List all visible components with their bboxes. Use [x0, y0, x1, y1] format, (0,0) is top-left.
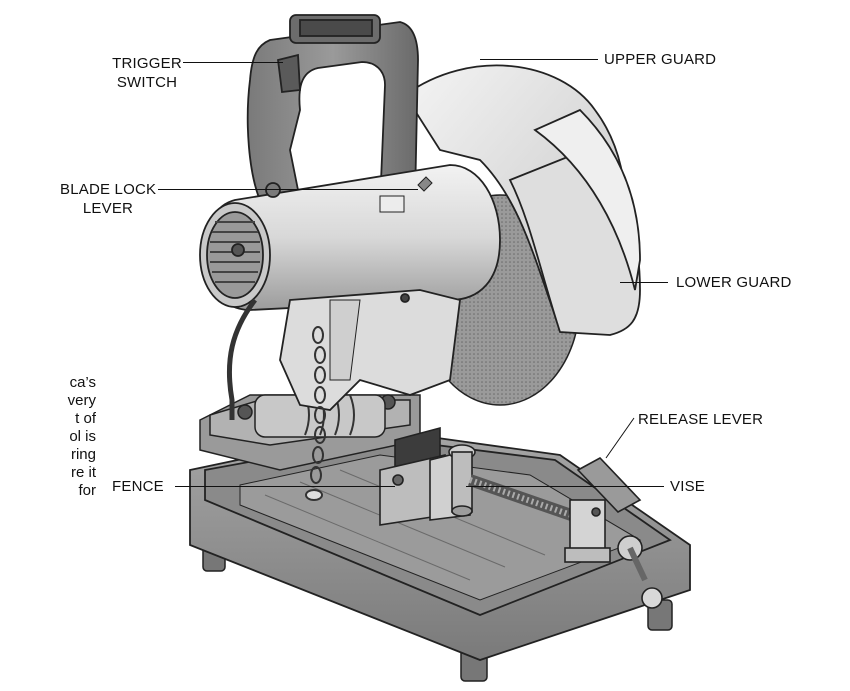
body-text-line: ol is: [69, 428, 96, 445]
body-text-line: re it: [70, 464, 96, 481]
label-lower-guard: LOWER GUARD: [676, 274, 792, 291]
body-text-line: ring: [70, 446, 96, 463]
body-text-line: very: [67, 392, 96, 409]
leader-upper-guard: [480, 59, 598, 60]
label-trigger-switch: TRIGGER SWITCH: [112, 54, 182, 92]
chain: [305, 326, 326, 501]
handle: [246, 14, 419, 207]
label-blade-lock-lever-line2: LEVER: [82, 200, 134, 217]
body-text-line: ca’s: [69, 374, 96, 391]
label-trigger-switch-line1: TRIGGER: [112, 55, 182, 72]
pivot-block: [199, 394, 421, 471]
label-vise: VISE: [670, 478, 705, 495]
label-fence: FENCE: [112, 478, 164, 495]
leader-lower-guard: [620, 282, 668, 283]
label-blade-lock-lever-line1: BLADE LOCK: [60, 181, 157, 198]
label-upper-guard: UPPER GUARD: [604, 51, 717, 68]
leader-fence: [175, 486, 395, 487]
label-trigger-switch-line2: SWITCH: [116, 74, 178, 91]
leader-trigger-switch: [183, 62, 283, 63]
motor-housing: [199, 164, 501, 311]
clipped-body-text: ca’s very t of ol is ring re it for: [0, 374, 96, 500]
leader-blade-lock-lever: [158, 189, 418, 190]
power-cord: [226, 298, 257, 420]
label-blade-lock-lever: BLADE LOCK LEVER: [60, 180, 156, 218]
leader-vise: [466, 486, 664, 487]
body-text-line: for: [78, 482, 96, 499]
lower-guard-shape: [508, 108, 641, 336]
release-lever-shape: [564, 457, 663, 609]
body-text-line: t of: [75, 410, 96, 427]
base: [189, 429, 691, 661]
label-release-lever: RELEASE LEVER: [638, 411, 764, 428]
fence-shape: [379, 426, 446, 526]
